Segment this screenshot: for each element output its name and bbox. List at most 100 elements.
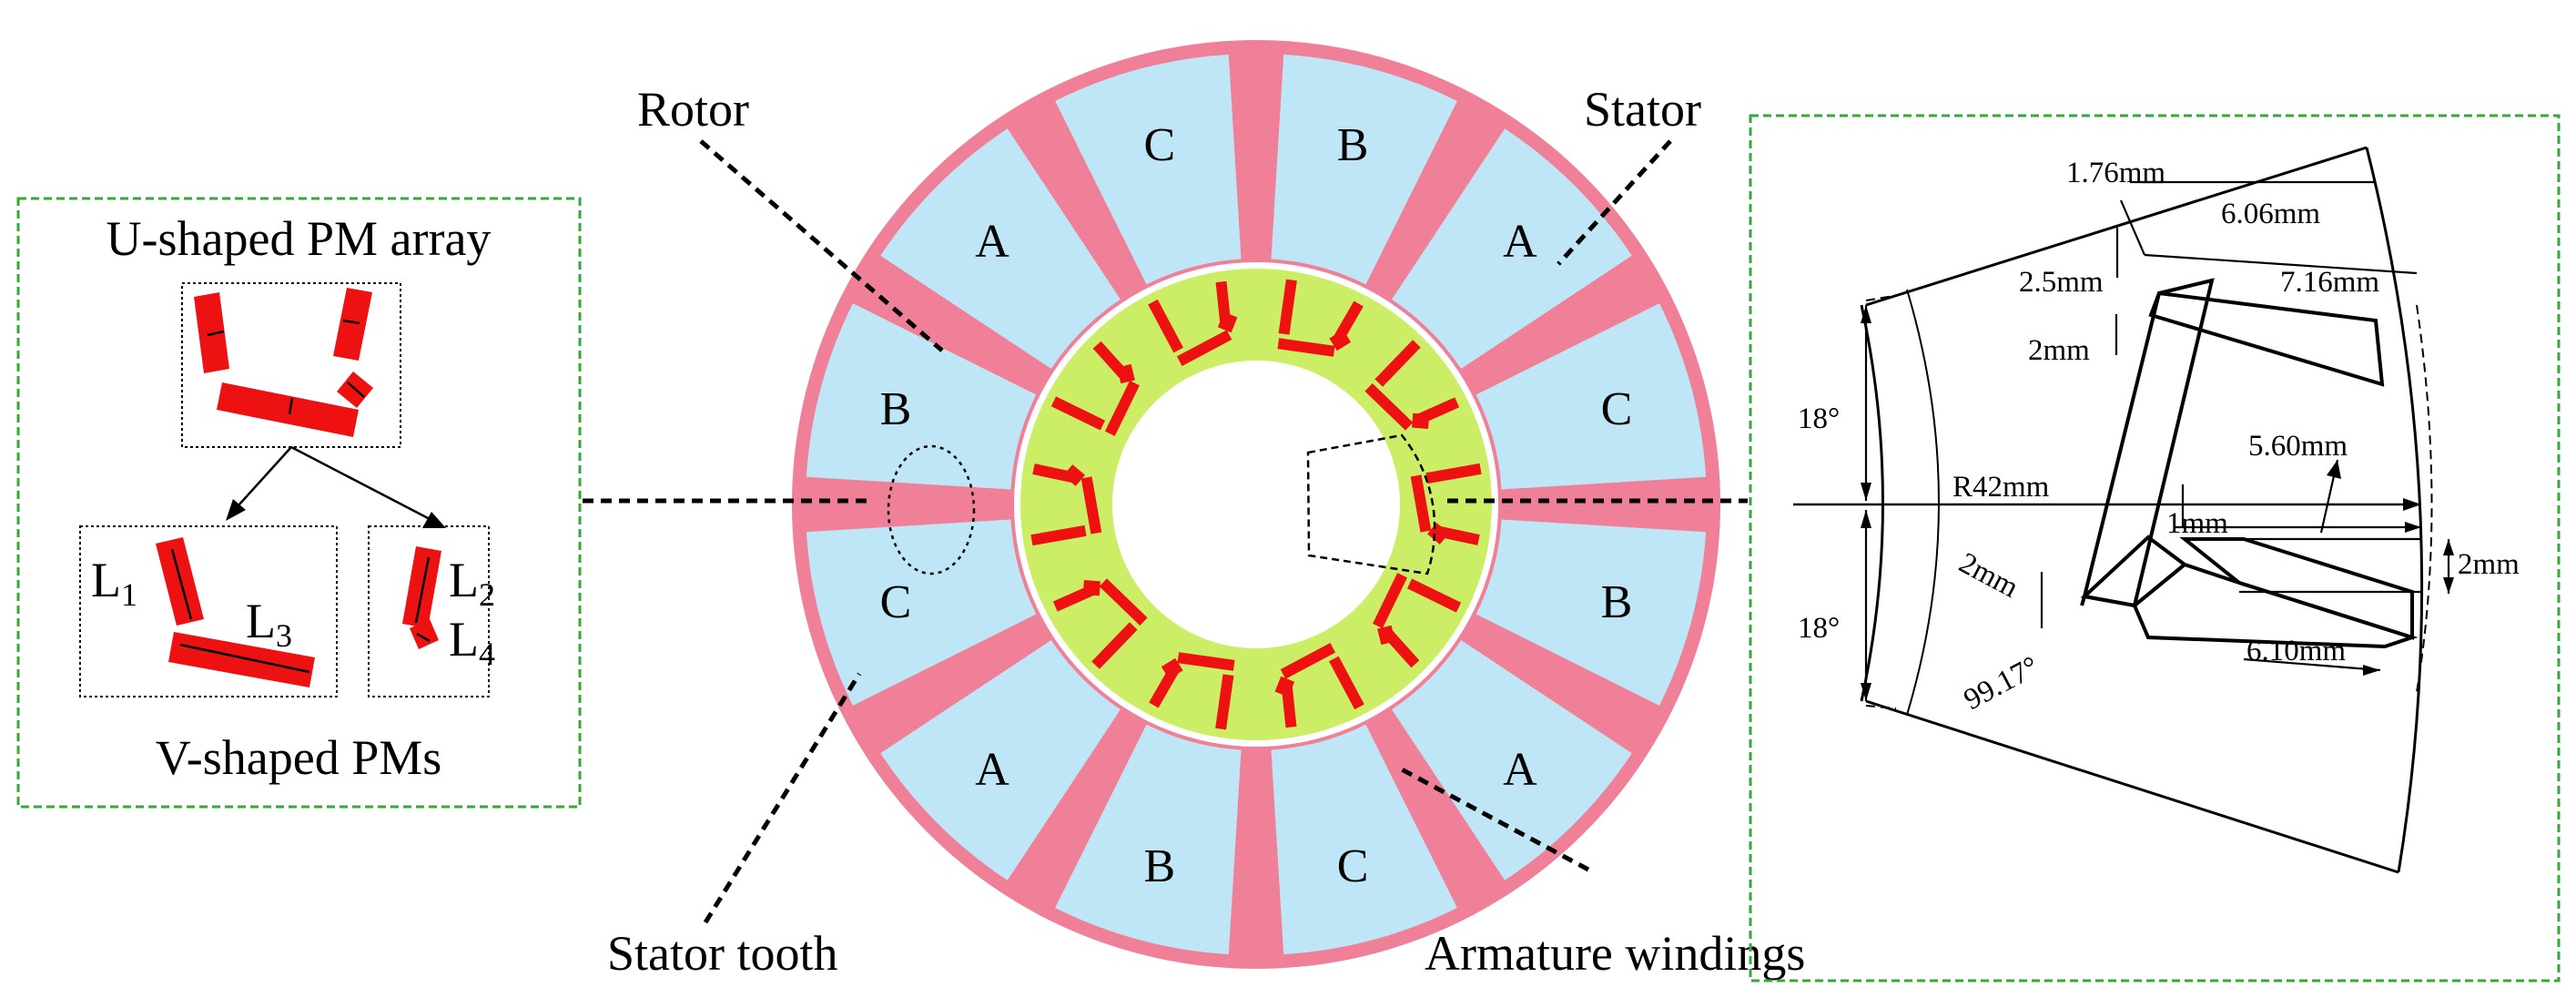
l1-label: L1: [91, 553, 137, 613]
dimension-arrows: [1864, 180, 2450, 701]
magnet-group: [1030, 279, 1482, 730]
stator-slot: [1392, 640, 1632, 881]
slot-label: C: [1144, 119, 1176, 171]
sector-outline: [1860, 146, 2433, 874]
pole-highlight-ellipse: [887, 444, 976, 575]
pm-group: [1148, 280, 1238, 367]
stator-slot: [1271, 54, 1457, 285]
permanent-magnet: [1374, 340, 1421, 387]
permanent-magnet: [1062, 464, 1086, 486]
dim-2-5mm: 2.5mm: [2019, 266, 2104, 299]
l3-label: L3: [246, 594, 292, 654]
dim-5-60mm: 5.60mm: [2248, 430, 2348, 463]
permanent-magnet: [1425, 463, 1482, 484]
permanent-magnet: [1215, 674, 1234, 730]
slot-group: B A C B A C B A C B A C: [806, 54, 1707, 955]
leader-lines: [583, 139, 1748, 924]
permanent-magnet: [1082, 580, 1100, 596]
dim-6-10mm: 6.10mm: [2246, 635, 2346, 667]
slot-label: A: [975, 216, 1009, 268]
permanent-magnet: [1217, 311, 1238, 333]
slot-label: A: [975, 744, 1009, 796]
permanent-magnet: [1364, 382, 1414, 431]
pm-group: [1277, 279, 1364, 357]
v-pm-subtitle: V-shaped PMs: [156, 730, 442, 785]
permanent-magnet: [1278, 279, 1297, 335]
permanent-magnet: [1274, 676, 1295, 697]
dimension-panel-border: [1749, 114, 2561, 983]
v-box-right: [368, 525, 490, 697]
dimension-panel: 1.76mm 6.06mm 2.5mm 7.16mm 2mm 18° R42mm…: [1749, 114, 2561, 983]
u-array-magnets: [194, 288, 373, 437]
slot-label: C: [1337, 840, 1369, 892]
slot-label: B: [880, 383, 912, 435]
pm-array-panel: U-shaped PM array: [16, 197, 582, 809]
slot-label: B: [1337, 119, 1369, 171]
stator-slot: [1476, 303, 1707, 490]
l2-label: L2: [449, 553, 495, 613]
pm-group: [1050, 341, 1140, 436]
pm-group: [1364, 340, 1460, 431]
permanent-magnet: [1410, 474, 1432, 533]
stator-slot: [1055, 54, 1242, 285]
dim-18deg-top: 18°: [1798, 402, 1840, 435]
permanent-magnet: [1435, 525, 1480, 545]
pm-group: [1052, 578, 1148, 669]
stator-label: Stator: [1584, 82, 1701, 137]
permanent-magnet: [1177, 652, 1235, 671]
slot-label: C: [1601, 383, 1633, 435]
permanent-magnet: [1050, 396, 1106, 431]
pm-panel-border: [16, 197, 582, 809]
stator-slot: [1055, 724, 1242, 955]
pm-group: [1030, 463, 1102, 546]
branch-arrows: [238, 445, 431, 521]
permanent-magnet: [1277, 338, 1335, 357]
permanent-magnet: [1426, 523, 1450, 545]
shaft-hole: [1112, 361, 1400, 648]
permanent-magnet: [1176, 330, 1232, 367]
slot-label: C: [880, 576, 912, 628]
center-line-arrowhead: [2403, 498, 2421, 511]
slot-label: A: [1503, 216, 1537, 268]
stator-tooth-label: Stator tooth: [607, 926, 838, 981]
cavity-outlines: [2080, 278, 2419, 649]
stator-slot: [1271, 724, 1457, 955]
permanent-magnet: [1099, 578, 1148, 626]
permanent-magnet: [1280, 642, 1336, 679]
permanent-magnet: [1329, 656, 1364, 710]
arrow-head-left: [226, 499, 246, 521]
dim-6-06mm: 6.06mm: [2221, 198, 2320, 230]
permanent-magnet: [1117, 363, 1135, 384]
permanent-magnet: [1030, 524, 1087, 546]
dim-18deg-bottom: 18°: [1798, 612, 1840, 645]
stator-slot: [880, 640, 1121, 881]
dim-7-16mm: 7.16mm: [2280, 266, 2379, 299]
stator-slot: [880, 128, 1121, 369]
u-array-arrows: [207, 319, 365, 415]
permanent-magnet: [1104, 380, 1140, 436]
slot-label: B: [1144, 840, 1176, 892]
permanent-magnet: [1148, 299, 1183, 353]
length-arrows: [170, 548, 431, 674]
dim-2mm-top: 2mm: [2028, 334, 2090, 367]
stator-slot: [1392, 128, 1632, 369]
dim-1mm: 1mm: [2166, 507, 2228, 540]
permanent-magnet: [1373, 573, 1408, 629]
stator-slot: [806, 519, 1037, 706]
armature-windings-label: Armature windings: [1425, 926, 1805, 981]
motor-cross-section: B A C B A C B A C B A C: [792, 40, 1720, 969]
permanent-magnet: [1412, 412, 1430, 429]
pm-array-title: U-shaped PM array: [106, 211, 492, 266]
slot-label: B: [1601, 576, 1633, 628]
pole-sector-outline: [1306, 433, 1436, 575]
dim-r42mm: R42mm: [1952, 471, 2050, 504]
pm-group: [1410, 463, 1482, 545]
permanent-magnet: [1406, 578, 1462, 613]
stator-slot: [1476, 519, 1707, 706]
dim-2mm-left: 2mm: [1953, 546, 2023, 605]
permanent-magnet: [1080, 476, 1102, 535]
stator-slot: [806, 303, 1037, 490]
slot-label: A: [1503, 744, 1537, 796]
permanent-magnet: [1377, 625, 1395, 646]
